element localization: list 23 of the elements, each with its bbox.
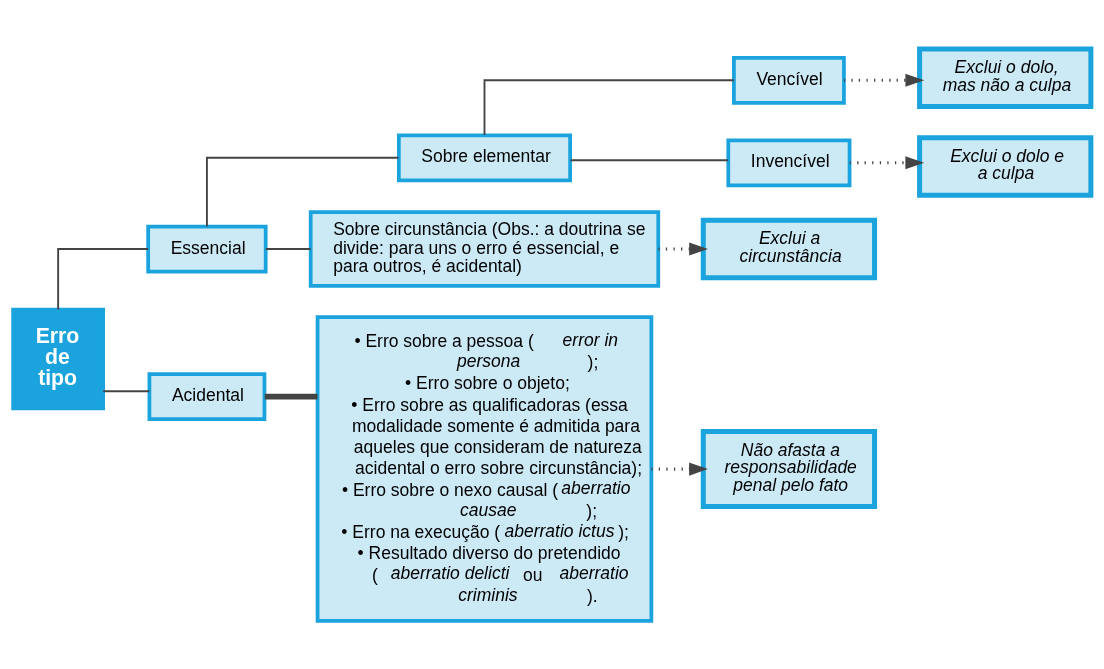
node-box: Sobre elementar [396,132,572,182]
connector [206,156,400,227]
node-box: Exclui o dolo e a culpa [917,134,1094,198]
node-box: Acidental [147,371,267,421]
arrow [651,462,708,476]
node-box: Sobre circunstância (Obs.: a doutrina se divide: para uns o erro é essencial, e para outros, é acidental) [308,209,661,288]
arrow [658,241,708,256]
node-box: Erro de tipo [11,307,106,410]
connector [57,247,150,310]
connector [569,158,730,161]
arrow [849,155,925,169]
node-box: Exclui o dolo, mas não a culpa [917,46,1094,109]
node-box: Vencível [732,55,846,105]
connector [483,78,735,136]
arrow [844,73,925,87]
node-box: • Erro sobre a pessoa (error in persona); • Erro sobre o objeto; • Erro sobre as qualificadoras (essa modalidade somente é admitida para aqueles que consideram de natureza acidental o erro sobre circunstância); • Erro sobre o nexo causal (aberratio causae); • Erro na execução (aberratio ictus); • Resultado diverso do pretendido (aberratio delicti ou aberratio criminis). [315,314,654,623]
node-box: Invencível [726,137,852,187]
node-box: Exclui a circunstância [700,217,878,280]
connector [264,247,312,250]
node-box: Essencial [146,224,268,273]
connector [102,389,151,392]
node-box: Não afasta a responsabilidade penal pelo fato [700,428,878,509]
connector [264,393,318,399]
